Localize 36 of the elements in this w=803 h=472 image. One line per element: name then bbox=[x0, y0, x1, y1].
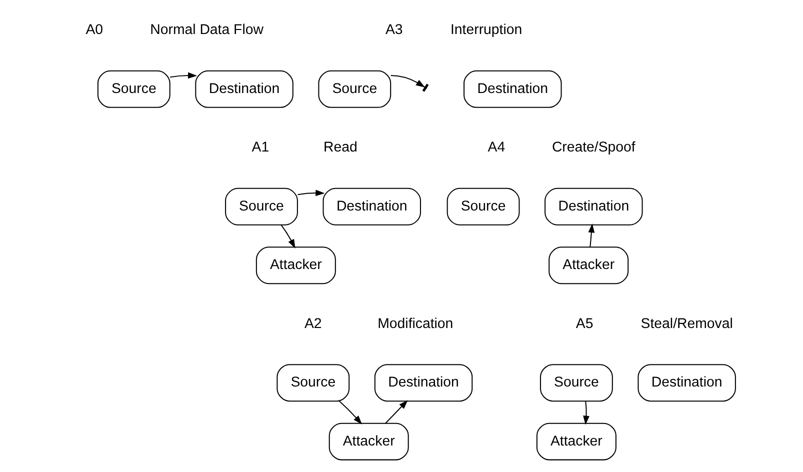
label: A4 bbox=[488, 140, 506, 156]
label: Steal/Removal bbox=[640, 316, 733, 332]
node-box: Source bbox=[540, 364, 613, 402]
label: Modification bbox=[378, 316, 454, 332]
label: A3 bbox=[385, 22, 403, 38]
node-box: Attacker bbox=[536, 422, 616, 460]
label: A2 bbox=[304, 316, 322, 332]
arrow bbox=[280, 224, 296, 248]
arrow bbox=[583, 401, 590, 425]
arrow bbox=[170, 72, 198, 79]
node-box: Attacker bbox=[548, 246, 629, 284]
label: A0 bbox=[86, 22, 104, 38]
node-box: Attacker bbox=[328, 422, 409, 460]
arrow bbox=[588, 223, 595, 248]
label: Create/Spoof bbox=[552, 140, 636, 156]
node-box: Source bbox=[276, 364, 350, 402]
node-box: Destination bbox=[544, 188, 643, 226]
label: Normal Data Flow bbox=[150, 22, 264, 38]
arrow bbox=[390, 74, 426, 88]
label: Interruption bbox=[450, 22, 522, 38]
node-box: Source bbox=[225, 188, 298, 226]
node-box: Destination bbox=[464, 70, 562, 108]
node-box: Destination bbox=[322, 188, 421, 226]
arrow bbox=[338, 400, 362, 424]
label: Read bbox=[324, 140, 358, 156]
node-box: Attacker bbox=[256, 246, 336, 284]
label: A5 bbox=[576, 316, 594, 332]
arrow bbox=[298, 190, 325, 196]
label: A1 bbox=[252, 140, 270, 156]
node-box: Destination bbox=[195, 70, 294, 108]
node-box: Destination bbox=[638, 364, 736, 402]
arrow bbox=[385, 400, 408, 424]
node-box: Source bbox=[318, 70, 392, 108]
node-box: Source bbox=[446, 188, 520, 226]
node-box: Destination bbox=[374, 364, 473, 402]
node-box: Source bbox=[97, 70, 170, 108]
